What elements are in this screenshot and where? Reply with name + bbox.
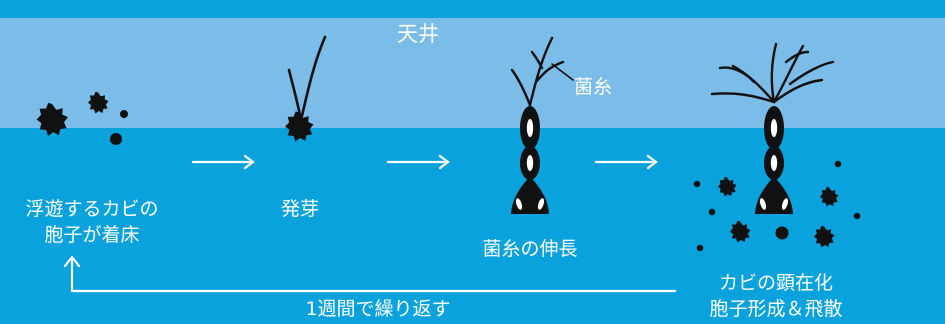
cycle-arrow: [63, 255, 677, 293]
growing-mycelium: [510, 36, 574, 214]
stage-growth-label: 菌糸の伸長: [482, 238, 578, 260]
spore: [775, 226, 789, 240]
hypha-label: 菌糸: [574, 76, 613, 98]
stage-germination-label: 発芽: [280, 198, 320, 220]
top-frame: [0, 0, 945, 18]
stage-sporulation-line-1: カビの顕在化: [718, 272, 834, 294]
arrow-2: [386, 154, 450, 170]
spore: [729, 220, 751, 243]
spore: [693, 180, 701, 188]
spore: [120, 110, 128, 118]
ceiling-area: [0, 18, 945, 128]
spore: [834, 160, 842, 168]
spore: [717, 176, 737, 197]
spore: [819, 186, 839, 207]
stage-landing-line-1: 浮遊するカビの: [25, 198, 159, 220]
dispersed-spores: [693, 160, 861, 252]
stage-sporulation-line-2: 胞子形成＆飛散: [709, 298, 843, 320]
arrow-1: [191, 154, 255, 170]
stage-landing-label: 浮遊するカビの 胞子が着床: [25, 196, 158, 248]
ceiling-label: 天井: [397, 22, 439, 46]
landed-spores: [36, 91, 128, 145]
arrow-3: [594, 154, 658, 170]
cycle-label: 1週間で繰り返す: [305, 298, 451, 320]
spore: [853, 212, 861, 220]
spore: [708, 208, 716, 216]
spore: [813, 225, 835, 248]
mature-mold: [710, 42, 835, 214]
stage-sporulation-label: カビの顕在化 胞子形成＆飛散: [709, 270, 842, 322]
spore: [110, 133, 122, 145]
spore: [696, 244, 704, 252]
stage-landing-line-2: 胞子が着床: [44, 224, 140, 246]
